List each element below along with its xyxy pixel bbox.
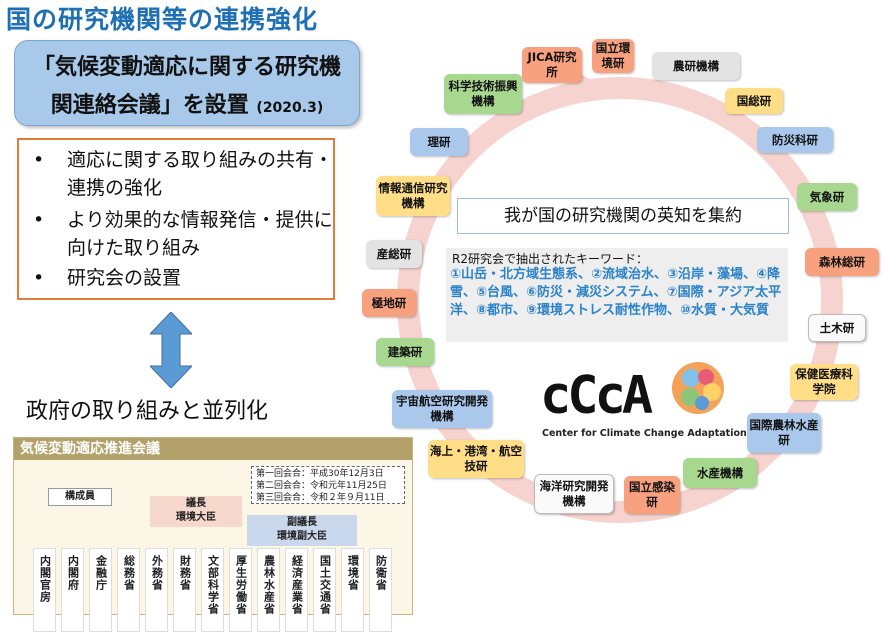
- page-title: 国の研究機関等の連携強化: [6, 5, 319, 34]
- vice-chair-box: 副議長 環境副大臣: [247, 515, 357, 546]
- council-date: (2020.3): [256, 100, 324, 116]
- node-nipr: 極地研: [362, 289, 416, 317]
- node-fra: 水産機構: [683, 458, 757, 488]
- ministry-box: 農林水産省: [257, 548, 280, 632]
- chair-name: 環境大臣: [176, 512, 216, 523]
- bullet-mark: •: [33, 149, 45, 171]
- node-bri: 建築研: [376, 338, 434, 366]
- parallel-text: 政府の取り組みと並列化: [26, 399, 269, 424]
- ministry-box: 環境省: [341, 548, 364, 632]
- bullet-mark: •: [33, 209, 45, 231]
- node-jica: JICA研究所: [522, 47, 582, 83]
- meeting-line: 第三回会合：令和２年９月11日: [256, 493, 385, 503]
- ministry-box: 防衛省: [369, 548, 392, 632]
- bullet-text: 研究会の設置: [67, 267, 182, 289]
- council-line1: 「気候変動適応に関する研究機: [32, 55, 341, 80]
- meetings-box: 第一回会合：平成30年12月3日 第二回会合：令和元年11月25日 第三回会合：…: [251, 466, 405, 504]
- keyword-title: R2研究会で抽出されたキーワード：: [452, 252, 648, 266]
- ministry-box: 経済産業省: [285, 548, 308, 632]
- council-box: 「気候変動適応に関する研究機 関連絡会議」を設置 (2020.3): [14, 40, 360, 126]
- ministry-box: 厚生労働省: [229, 548, 252, 632]
- ministry-box: 金融庁: [89, 548, 112, 632]
- node-jst: 科学技術振興機構: [444, 74, 522, 114]
- members-label: 構成員: [48, 488, 112, 506]
- ministry-box: 文部科学省: [201, 548, 224, 632]
- node-niid: 国立感染研: [624, 476, 680, 514]
- node-nilim: 国総研: [725, 88, 783, 114]
- node-pwri: 土木研: [808, 314, 866, 342]
- ministry-box: 国土交通省: [313, 548, 336, 632]
- node-jircas: 国際農林水産研: [747, 413, 821, 453]
- logo-text-value: cCcA: [540, 366, 653, 426]
- vice-chair-name: 環境副大臣: [277, 531, 327, 542]
- node-ffpri: 森林総研: [805, 248, 879, 276]
- vice-chair-title: 副議長: [287, 517, 317, 528]
- bullet-list-box: • 適応に関する取り組みの共有・連携の強化 • より効果的な情報発信・提供に向け…: [17, 138, 335, 300]
- node-mpat: 海上・港湾・航空技研: [428, 440, 524, 478]
- ministry-box: 外務省: [145, 548, 168, 632]
- chair-title: 議長: [186, 498, 206, 509]
- node-naro: 農研機構: [652, 52, 740, 80]
- meeting-line: 第一回会合：平成30年12月3日: [256, 469, 384, 479]
- bullet-text: より効果的な情報発信・提供に向けた取り組み: [67, 209, 333, 259]
- keyword-box: R2研究会で抽出されたキーワード： ①山岳・北方域生態系、②流域治水、③沿岸・藻…: [446, 248, 788, 342]
- bullet-mark: •: [33, 267, 45, 289]
- node-mri: 気象研: [797, 183, 857, 211]
- node-bosai: 防災科研: [757, 127, 833, 153]
- council-line2: 関連絡会議」を設置 (2020.3): [15, 87, 359, 119]
- council-line2-text: 関連絡会議」を設置: [50, 93, 249, 118]
- node-niph: 保健医療科学院: [790, 364, 858, 400]
- node-nict: 情報通信研究機構: [376, 176, 450, 216]
- org-chart-body: 構成員 議長 環境大臣 副議長 環境副大臣 第一回会合：平成30年12月3日 第…: [14, 460, 412, 632]
- org-chart-header: 気候変動適応推進会議: [14, 438, 412, 460]
- ccca-logo-icon: [672, 362, 724, 414]
- org-chart: 気候変動適応推進会議 構成員 議長 環境大臣 副議長 環境副大臣 第一回会合：平…: [13, 437, 413, 632]
- node-jamstec: 海洋研究開発機構: [534, 474, 614, 514]
- node-nies: 国立環境研: [592, 39, 634, 73]
- bullet-text: 適応に関する取り組みの共有・連携の強化: [67, 149, 334, 199]
- center-text: 我が国の研究機関の英知を集約: [457, 198, 789, 234]
- node-jaxa: 宇宙航空研究開発機構: [392, 390, 492, 428]
- meeting-line: 第二回会合：令和元年11月25日: [256, 481, 387, 491]
- double-arrow-icon: [150, 312, 192, 388]
- node-aist: 産総研: [366, 240, 422, 268]
- logo-subtitle: Center for Climate Change Adaptation: [542, 428, 747, 439]
- node-riken: 理研: [410, 128, 468, 156]
- chair-box: 議長 環境大臣: [150, 496, 242, 527]
- keyword-body: ①山岳・北方域生態系、②流域治水、③沿岸・藻場、④降雪、⑤台風、⑥防災・減災シス…: [450, 267, 782, 318]
- ministry-box: 総務省: [117, 548, 140, 632]
- ministry-box: 内閣府: [61, 548, 84, 632]
- logo-text: cCcA: [540, 366, 653, 426]
